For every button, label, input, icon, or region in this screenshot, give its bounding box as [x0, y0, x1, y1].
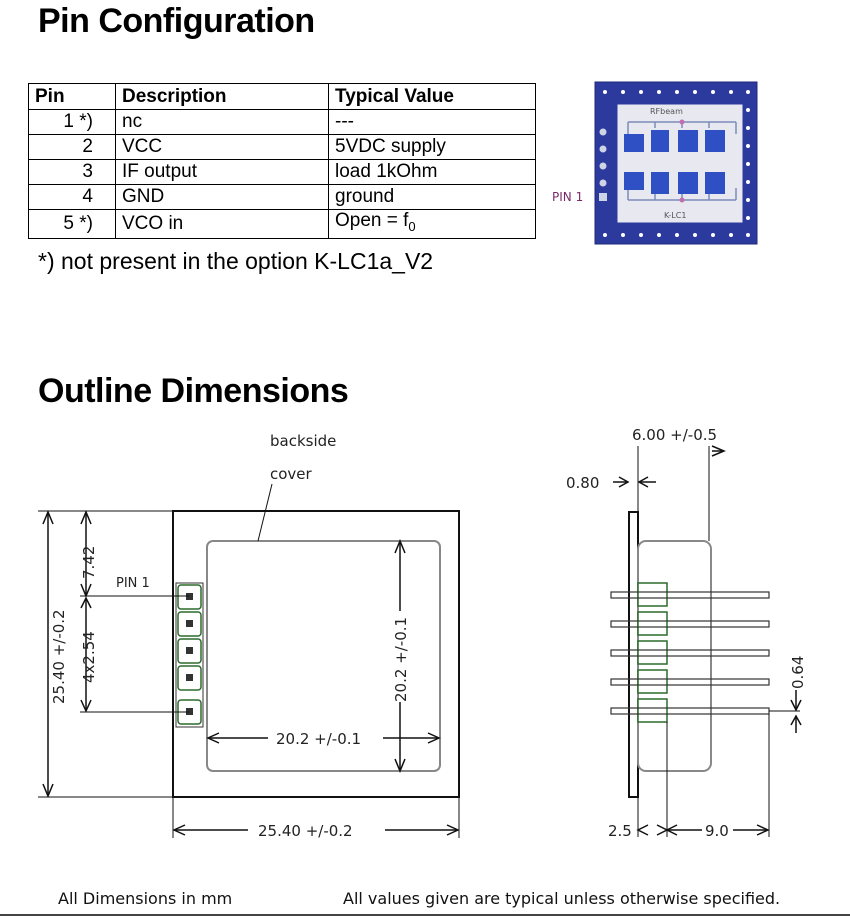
cell-description: VCC [115, 134, 329, 160]
cell-pin: 4 [28, 184, 116, 210]
cell-description: GND [115, 184, 329, 210]
table-row: 1 *) nc --- [28, 109, 536, 135]
pin-configuration-title: Pin Configuration [38, 2, 315, 40]
board-antenna-area [616, 103, 744, 224]
pin-table: Pin Description Typical Value 1 *) nc --… [28, 83, 536, 239]
side-pcb [628, 511, 639, 798]
cell-value: Open = f0 [328, 209, 536, 239]
side-view [610, 445, 802, 837]
board-patches [624, 130, 725, 194]
label-20-2-horizontal: 20.2 +/-0.1 [276, 730, 361, 748]
module-board: PIN 1 RFbeam K-LC1 [552, 81, 758, 245]
cell-description: nc [115, 109, 329, 135]
footer-typical-note: All values given are typical unless othe… [343, 889, 781, 908]
table-header-row: Pin Description Typical Value [28, 83, 536, 110]
label-25-40-horizontal: 25.40 +/-0.2 [258, 822, 353, 840]
label-0-80: 0.80 [566, 474, 599, 492]
cell-pin: 2 [28, 134, 116, 160]
board-side-pads [599, 128, 607, 201]
header-description: Description [115, 83, 329, 110]
board-silk-model: K-LC1 [664, 211, 686, 220]
pin-header [175, 582, 204, 728]
header-pin: Pin [28, 83, 116, 110]
backside-cover [206, 540, 441, 772]
label-0-64: 0.64 [789, 656, 807, 689]
header-typical-value: Typical Value [328, 83, 536, 110]
board-silk-brand: RFbeam [650, 107, 683, 116]
board-feed-points [679, 119, 685, 203]
footnote: *) not present in the option K-LC1a_V2 [38, 248, 434, 274]
cell-value: ground [328, 184, 536, 210]
front-view [38, 483, 460, 838]
cell-pin: 3 [28, 159, 116, 185]
cell-description: VCO in [115, 209, 329, 239]
cell-value: --- [328, 109, 536, 135]
footer-units-note: All Dimensions in mm [58, 889, 233, 908]
label-cover: cover [270, 465, 313, 483]
label-20-2-vertical: 20.2 +/-0.1 [392, 617, 410, 702]
cover-leader [257, 483, 273, 542]
cell-pin: 5 *) [28, 209, 116, 239]
board-pin1-label: PIN 1 [552, 190, 583, 204]
label-pin1: PIN 1 [116, 576, 150, 591]
value-subscript: 0 [408, 218, 416, 234]
label-backside: backside [270, 432, 336, 450]
table-row: 5 *) VCO in Open = f0 [28, 209, 536, 239]
module-outline [172, 510, 460, 798]
label-25-40-vertical: 25.40 +/-0.2 [50, 609, 68, 704]
label-4x2-54: 4x2.54 [80, 631, 98, 683]
board-via-dots [603, 90, 750, 237]
bottom-divider [0, 914, 850, 916]
label-6-00: 6.00 +/-0.5 [632, 426, 717, 444]
outline-dimensions-title: Outline Dimensions [38, 372, 349, 410]
cell-value: load 1kOhm [328, 159, 536, 185]
label-9-0: 9.0 [705, 822, 729, 840]
label-2-5: 2.5 [608, 822, 632, 840]
table-row: 4 GND ground [28, 184, 536, 210]
value-prefix: Open = f [335, 210, 409, 231]
side-pins [610, 582, 770, 723]
label-7-42: 7.42 [80, 546, 98, 579]
table-row: 3 IF output load 1kOhm [28, 159, 536, 185]
